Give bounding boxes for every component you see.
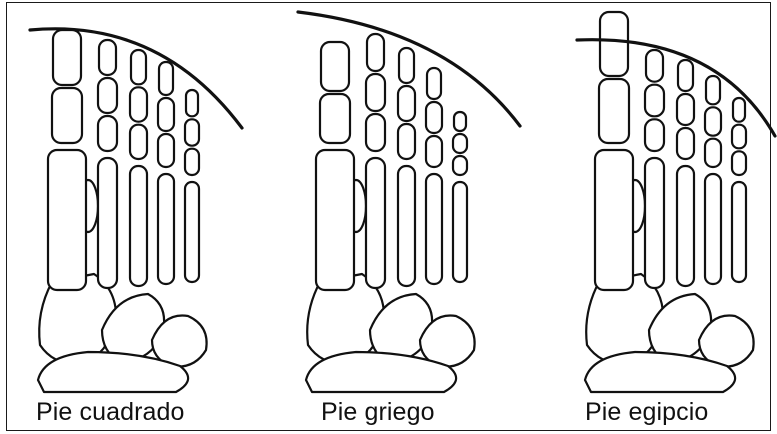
metatarsal-bone xyxy=(453,182,467,282)
phalanx-bone xyxy=(130,87,147,121)
phalanx-bone xyxy=(453,156,467,175)
phalanx-bone xyxy=(398,86,415,121)
square-foot-illustration xyxy=(30,29,242,392)
phalanx-bone xyxy=(705,107,721,135)
square-foot-label: Pie cuadrado xyxy=(36,398,185,427)
phalanx-bone xyxy=(158,98,174,131)
phalanx-bone xyxy=(158,134,174,167)
phalanx-bone xyxy=(185,119,199,145)
phalanx-bone xyxy=(600,12,628,76)
phalanx-bone xyxy=(52,88,82,143)
phalanx-bone xyxy=(677,128,694,159)
metatarsal-bone xyxy=(130,166,147,286)
greek-foot-label: Pie griego xyxy=(321,398,435,427)
egyptian-foot-illustration xyxy=(577,12,775,392)
metatarsal-bone xyxy=(732,182,746,282)
metatarsal-bone xyxy=(645,158,664,288)
phalanx-bone xyxy=(398,124,415,159)
phalanx-bone xyxy=(320,94,350,143)
phalanx-bone xyxy=(427,68,441,99)
phalanx-bone xyxy=(98,78,117,113)
phalanx-bone xyxy=(677,94,694,125)
phalanx-bone xyxy=(733,98,745,122)
phalanx-bone xyxy=(321,42,349,91)
phalanx-bone xyxy=(454,112,466,131)
phalanx-bone xyxy=(186,90,198,116)
metatarsal-bone xyxy=(366,158,385,288)
phalanx-bone xyxy=(130,125,147,159)
phalanx-bone xyxy=(185,149,199,175)
phalanx-bone xyxy=(399,48,414,83)
phalanx-bone xyxy=(646,50,663,82)
phalanx-bone xyxy=(705,139,721,167)
phalanx-bone xyxy=(732,125,746,149)
metatarsal-bone xyxy=(426,174,442,284)
phalanx-bone xyxy=(706,76,720,104)
phalanx-bone xyxy=(159,62,173,95)
metatarsal-bone xyxy=(398,166,415,286)
metatarsal-bone xyxy=(158,174,174,284)
phalanx-bone xyxy=(131,50,146,84)
phalanx-bone xyxy=(678,60,693,91)
greek-foot-illustration xyxy=(298,12,520,392)
phalanx-bone xyxy=(53,30,81,85)
phalanx-bone xyxy=(99,40,116,75)
phalanx-bone xyxy=(732,151,746,175)
metatarsal-bone xyxy=(677,166,694,286)
phalanx-bone xyxy=(453,134,467,153)
phalanx-bone xyxy=(426,136,442,167)
metatarsal-bone xyxy=(595,150,633,290)
phalanx-bone xyxy=(366,114,385,151)
metatarsal-bone xyxy=(705,174,721,284)
phalanx-bone xyxy=(366,74,385,111)
metatarsal-bone xyxy=(316,150,354,290)
phalanx-bone xyxy=(98,116,117,151)
phalanx-bone xyxy=(599,79,629,143)
metatarsal-bone xyxy=(48,150,86,290)
phalanx-bone xyxy=(426,102,442,133)
phalanx-bone xyxy=(367,34,384,71)
phalanx-bone xyxy=(645,85,664,117)
phalanx-bone xyxy=(645,119,664,151)
metatarsal-bone xyxy=(185,182,199,282)
metatarsal-bone xyxy=(98,158,117,288)
egyptian-foot-label: Pie egipcio xyxy=(585,398,708,427)
